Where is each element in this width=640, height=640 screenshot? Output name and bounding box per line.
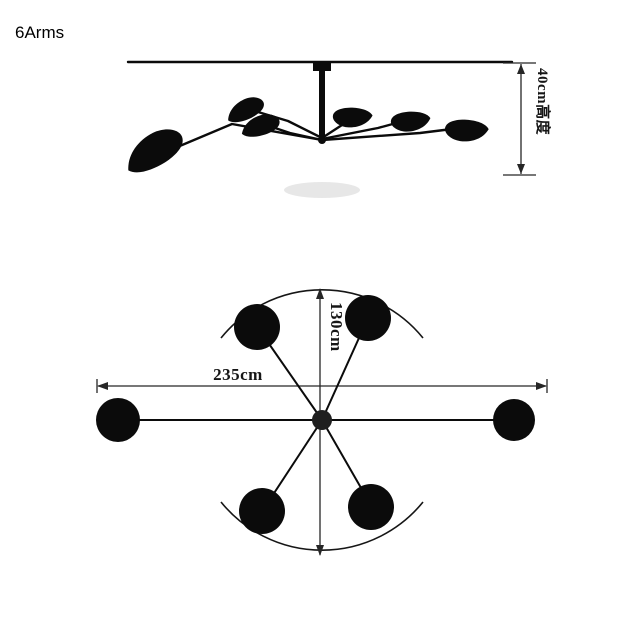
page-title: 6Arms <box>15 23 64 42</box>
arm-joint <box>318 136 326 144</box>
plan-shade-lower-right <box>348 484 394 530</box>
shade-right-far <box>443 115 490 147</box>
depth-arrow-down <box>316 545 324 556</box>
plan-shade-lower-left <box>239 488 285 534</box>
width-arrow-left <box>97 382 108 390</box>
width-dim-label: 235cm <box>213 365 263 384</box>
top-view: 235cm 130cm <box>96 288 548 556</box>
height-dimension: 40cm高度 <box>503 62 552 176</box>
canopy <box>313 62 331 71</box>
width-dimension: 235cm <box>96 365 548 393</box>
plan-shade-right <box>493 399 535 441</box>
depth-arrow-up <box>316 288 324 299</box>
plan-shade-upper-right <box>345 295 391 341</box>
stem <box>319 70 325 140</box>
side-view <box>118 60 514 198</box>
width-arrow-right <box>536 382 547 390</box>
depth-dim-label: 130cm <box>327 302 346 352</box>
plan-shades <box>96 295 535 534</box>
height-arrow-up <box>517 64 525 74</box>
shadow-smudge <box>284 182 360 198</box>
plan-shade-left <box>96 398 140 442</box>
arm-left-mid <box>270 125 324 142</box>
height-dim-label: 40cm高度 <box>534 68 552 136</box>
shade-right-mid <box>389 109 431 135</box>
arm-right-far <box>320 127 454 142</box>
plan-shade-upper-left <box>234 304 280 350</box>
height-arrow-down <box>517 164 525 174</box>
plan-hub <box>312 410 332 430</box>
arm-left-long <box>173 122 324 150</box>
shade-left-large <box>118 123 190 178</box>
